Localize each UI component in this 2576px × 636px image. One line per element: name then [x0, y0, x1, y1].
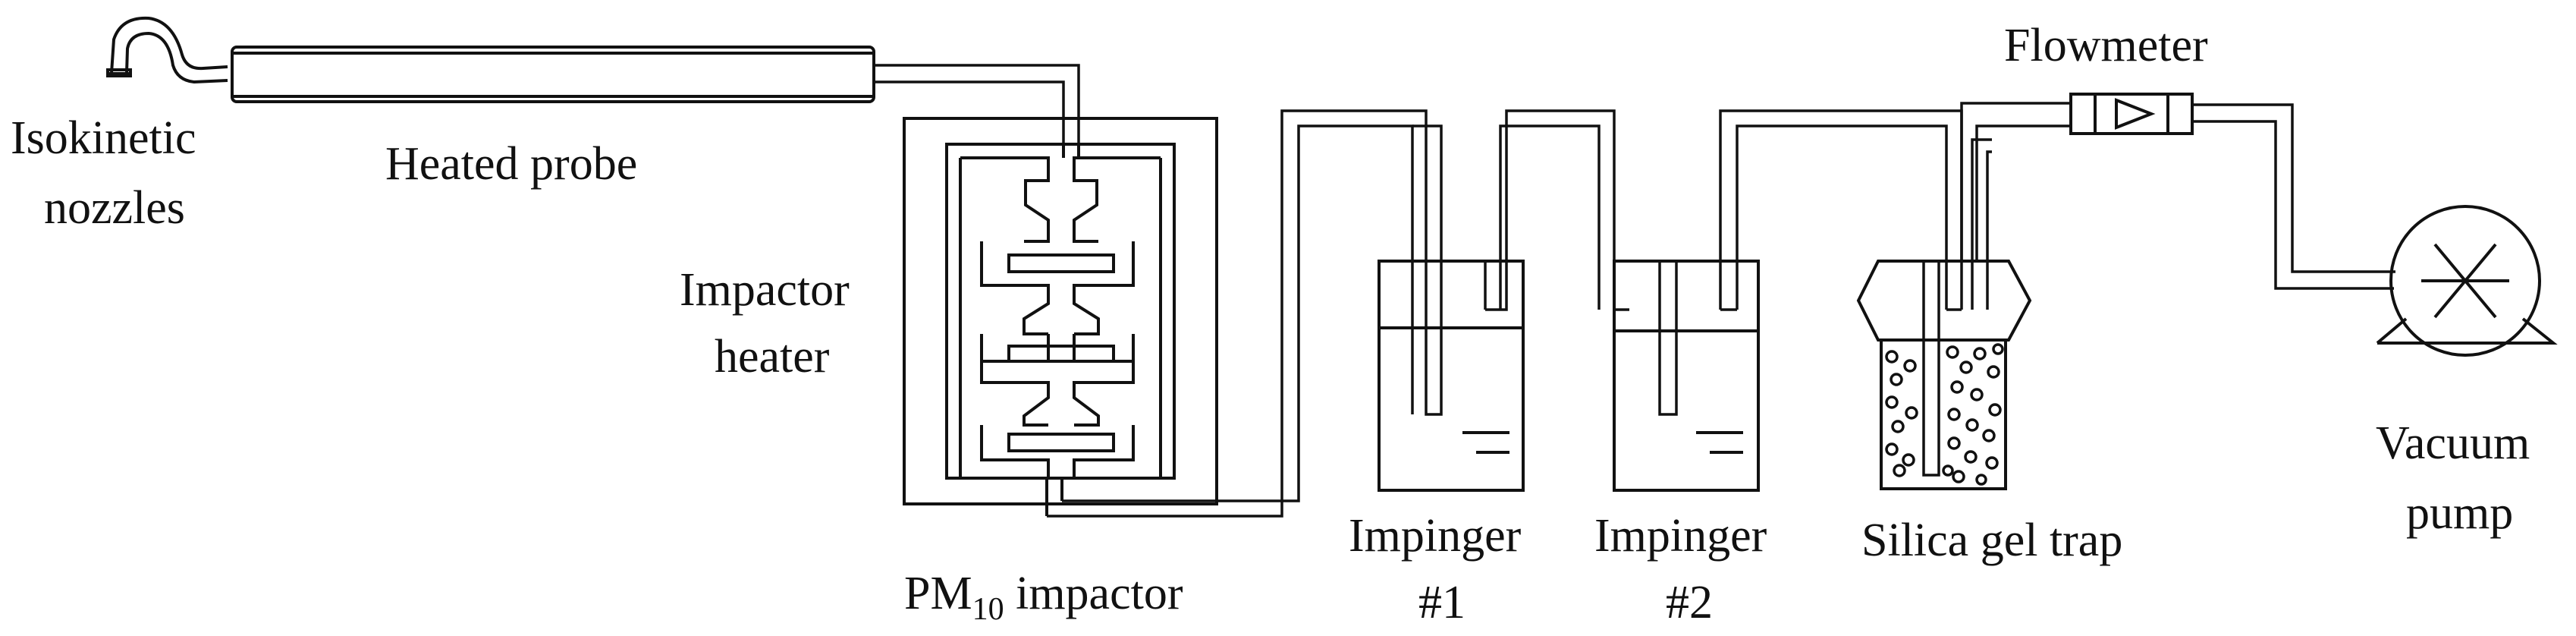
- impactor-heater: [903, 117, 1218, 505]
- tube-impactor-to-impinger1: [1047, 109, 1428, 518]
- label-pm10-prefix: PM: [904, 568, 972, 619]
- heated-probe: [231, 46, 875, 103]
- label-impinger2-2: #2: [1666, 577, 1713, 628]
- tube-probe-to-impactor: [874, 64, 1080, 158]
- label-impinger2-1: Impinger: [1594, 510, 1767, 562]
- label-pm10-suffix: impactor: [1004, 568, 1183, 619]
- label-vacuum-pump-1: Vacuum: [2376, 417, 2530, 469]
- label-isokinetic-nozzles-1: Isokinetic: [11, 112, 196, 164]
- label-flowmeter: Flowmeter: [2004, 20, 2208, 71]
- tube-trap-to-flowmeter: [1960, 102, 2071, 261]
- pm10-impactor: [945, 143, 1176, 516]
- silica-gel-beads: [1885, 343, 2004, 486]
- label-impactor-heater-2: heater: [715, 331, 830, 383]
- label-vacuum-pump-2: pump: [2406, 487, 2513, 539]
- flowmeter: [2069, 93, 2194, 135]
- label-isokinetic-nozzles-2: nozzles: [44, 182, 185, 234]
- label-impinger1-1: Impinger: [1349, 510, 1522, 562]
- vacuum-pump: [2376, 205, 2558, 357]
- isokinetic-nozzle: [106, 16, 228, 84]
- label-silica-gel-trap: Silica gel trap: [1861, 515, 2122, 566]
- impinger-1: [1378, 109, 1629, 492]
- label-impactor-heater-1: Impactor: [680, 264, 850, 316]
- silica-gel-trap: [1856, 138, 2032, 490]
- label-pm10-impactor: PM10 impactor: [904, 568, 1183, 627]
- impinger-2: [1613, 109, 1963, 492]
- label-impinger1-2: #1: [1418, 577, 1465, 628]
- label-pm10-subscript: 10: [972, 592, 1004, 627]
- tube-flowmeter-to-pump: [2192, 103, 2395, 290]
- label-heated-probe: Heated probe: [385, 138, 637, 190]
